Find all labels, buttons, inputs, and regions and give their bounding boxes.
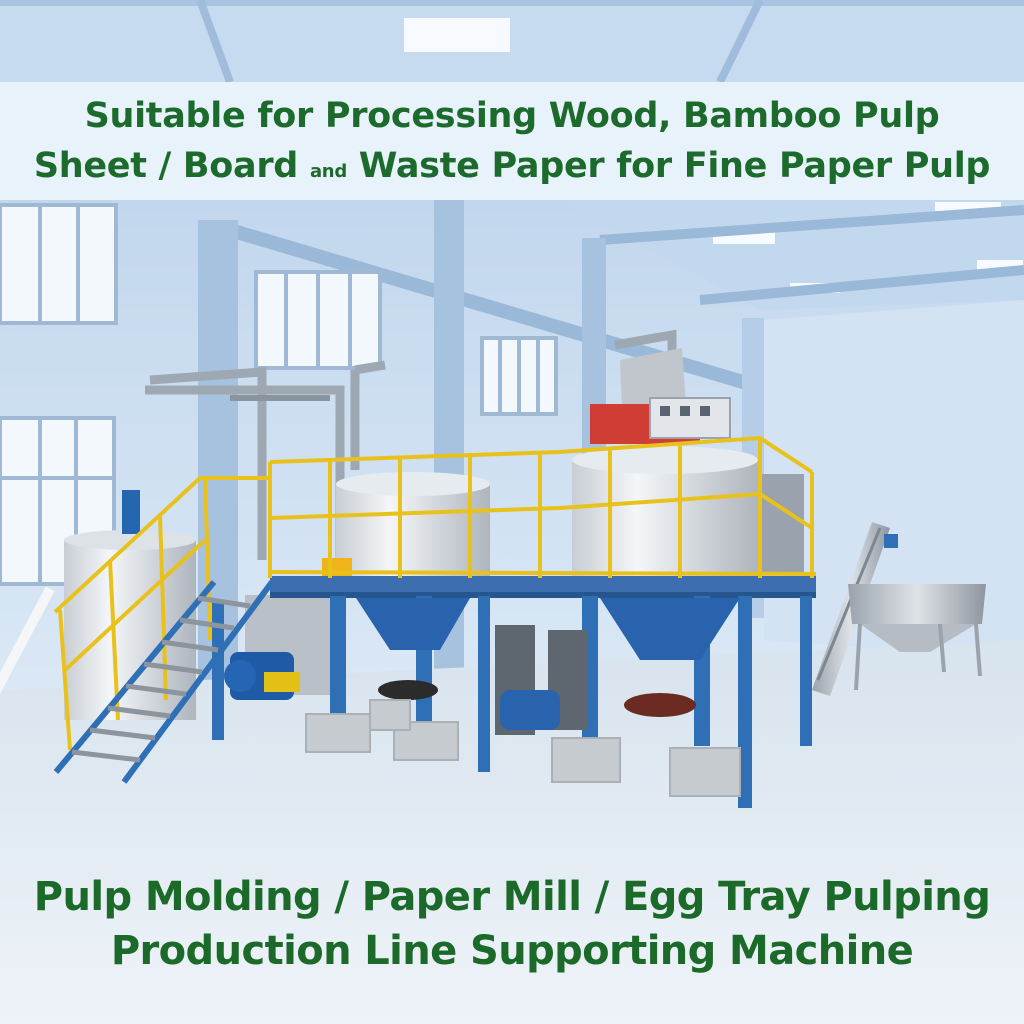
headline-line-2-left: Sheet / Board (33, 146, 299, 186)
concrete-plinths (305, 699, 741, 797)
guard-railing (53, 435, 817, 751)
pulping-tank-right (572, 446, 804, 580)
top-banner (0, 82, 1024, 200)
footer-line-1: Pulp Molding / Paper Mill / Egg Tray Pul… (33, 874, 991, 920)
headline-line-2: Sheet / Board and Waste Paper for Fine P… (0, 144, 1024, 194)
platform-deck (270, 576, 816, 592)
headline-and: and (309, 161, 347, 182)
headline-line-1: Suitable for Processing Wood, Bamboo Pul… (84, 96, 940, 136)
conveyor (0, 522, 986, 724)
staircase (53, 580, 275, 784)
pulping-tank-left (322, 472, 490, 578)
feeder-unit (590, 348, 731, 444)
footer-line-2: Production Line Supporting Machine (110, 928, 914, 974)
pumps (224, 598, 740, 735)
headline-line-2-right: Waste Paper for Fine Paper Pulp (358, 146, 991, 186)
ceiling-light (404, 18, 510, 52)
